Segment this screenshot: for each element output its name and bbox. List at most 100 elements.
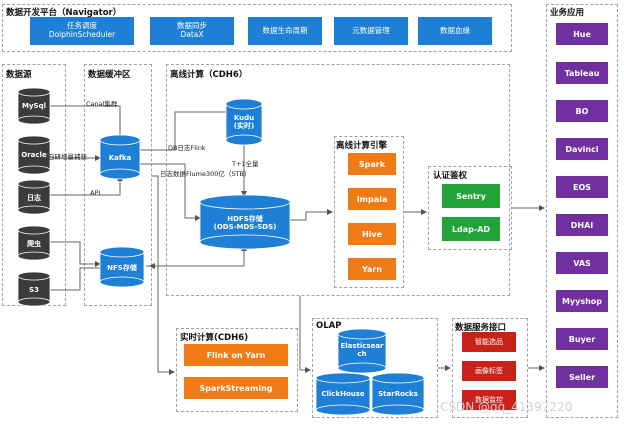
nav-item-line1: 数据同步 bbox=[177, 21, 207, 31]
datasource-title: 数据源 bbox=[6, 70, 32, 80]
app-buyer[interactable]: Buyer bbox=[556, 328, 608, 350]
hdfs-line2: (ODS-MDS-SDS) bbox=[213, 223, 277, 231]
auth-ldap[interactable]: Ldap-AD bbox=[442, 217, 500, 241]
kudu-line1: Kudu bbox=[233, 113, 255, 122]
nav-item-line2: DataX bbox=[180, 30, 204, 39]
edge-log-kafka bbox=[50, 175, 123, 196]
cylinder-clickhouse bbox=[315, 372, 371, 416]
apps-panel bbox=[546, 4, 618, 418]
starrocks-label: StarRocks bbox=[378, 389, 418, 398]
app-tableau[interactable]: Tableau bbox=[556, 62, 608, 84]
offline-title: 离线计算（CDH6） bbox=[170, 70, 248, 80]
cylinder-nfs bbox=[99, 246, 145, 288]
auth-sentry[interactable]: Sentry bbox=[442, 184, 500, 208]
realtime-panel bbox=[176, 328, 298, 412]
nav-item-line1: 数据生命周期 bbox=[262, 25, 308, 35]
edge-kafka-hdfs bbox=[140, 163, 201, 221]
edge-kafka-realtime bbox=[152, 175, 175, 375]
edge-crawler-nfs bbox=[50, 241, 101, 267]
source-oracle-label: Oracle bbox=[21, 150, 47, 159]
olap-panel bbox=[312, 318, 438, 418]
offline-panel bbox=[166, 64, 510, 296]
kudu-label: Kudu (实时) bbox=[226, 108, 262, 136]
es-label: Elasticsear ch bbox=[338, 338, 386, 362]
edge-s3-nfs bbox=[50, 267, 100, 291]
service-profile-tags[interactable]: 画像标签 bbox=[462, 361, 516, 381]
source-log-label: 日志 bbox=[27, 193, 41, 202]
hdfs-line1: HDFS存储 bbox=[227, 214, 263, 223]
service-title: 数据服务接口 bbox=[455, 323, 507, 333]
app-bo[interactable]: BO bbox=[556, 100, 608, 122]
watermark: CSDN @qq_41397220 bbox=[440, 400, 573, 414]
nav-item-line1: 任务调度 bbox=[67, 21, 97, 31]
service-smart-selection[interactable]: 智能选品 bbox=[462, 332, 516, 352]
realtime-title: 实时计算(CDH6) bbox=[180, 333, 249, 343]
source-mysql-label: MySql bbox=[22, 101, 46, 110]
nav-item-dolphinscheduler[interactable]: 任务调度 DolphinScheduler bbox=[30, 17, 134, 45]
edge-nfs-hdfs bbox=[146, 245, 247, 267]
olap-title: OLAP bbox=[316, 321, 342, 331]
nfs-label: NFS存储 bbox=[107, 263, 137, 272]
engine-hive[interactable]: Hive bbox=[348, 223, 396, 245]
engine-yarn[interactable]: Yarn bbox=[348, 258, 396, 280]
label-t1-full: T+1全量 bbox=[232, 160, 259, 168]
edge-hdfs-engine bbox=[290, 209, 333, 221]
edge-kafka-kudu bbox=[140, 109, 263, 151]
label-api: API bbox=[90, 189, 101, 197]
app-eos[interactable]: EOS bbox=[556, 176, 608, 198]
nav-item-lifecycle[interactable]: 数据生命周期 bbox=[248, 17, 322, 45]
engine-title: 离线计算引擎 bbox=[336, 141, 388, 151]
label-oracle-capture: 自研增量捕获 bbox=[48, 153, 87, 161]
nav-item-line2: DolphinScheduler bbox=[48, 30, 116, 39]
realtime-sparkstreaming[interactable]: SparkStreaming bbox=[184, 377, 288, 399]
app-hue[interactable]: Hue bbox=[556, 23, 608, 45]
es-line2: ch bbox=[357, 350, 367, 358]
kafka-label: Kafka bbox=[108, 153, 132, 162]
edge-hdfs-olap bbox=[299, 296, 311, 373]
engine-impala[interactable]: Impala bbox=[348, 188, 396, 210]
label-db-log-flink: DB日志Flink bbox=[168, 144, 206, 152]
buffer-title: 数据缓冲区 bbox=[88, 70, 131, 80]
cylinder-mysql bbox=[17, 87, 51, 125]
clickhouse-label: ClickHouse bbox=[321, 389, 365, 398]
cylinder-crawler bbox=[17, 225, 51, 261]
buffer-panel bbox=[84, 64, 152, 306]
navigator-panel bbox=[2, 4, 512, 52]
app-vas[interactable]: VAS bbox=[556, 252, 608, 274]
engine-panel bbox=[334, 136, 404, 288]
label-canal: Canal集群 bbox=[86, 100, 118, 108]
app-dhai[interactable]: DHAI bbox=[556, 214, 608, 236]
app-myyshop[interactable]: Myyshop bbox=[556, 290, 608, 312]
edge-mysql-kafka bbox=[50, 105, 123, 141]
source-s3-label: S3 bbox=[29, 285, 39, 294]
kudu-line2: (实时) bbox=[233, 122, 255, 130]
service-data-monitor[interactable]: 数据监控 bbox=[462, 390, 516, 410]
auth-title: 认证鉴权 bbox=[433, 171, 468, 181]
cylinder-kafka bbox=[99, 134, 141, 180]
nav-item-datax[interactable]: 数据同步 DataX bbox=[150, 17, 234, 45]
app-seller[interactable]: Seller bbox=[556, 366, 608, 388]
source-crawler-label: 爬虫 bbox=[27, 239, 41, 248]
realtime-flink[interactable]: Flink on Yarn bbox=[184, 344, 288, 366]
cylinder-hdfs bbox=[199, 194, 291, 250]
service-panel bbox=[452, 318, 528, 418]
cylinder-starrocks bbox=[371, 372, 425, 416]
nav-item-metadata[interactable]: 元数据管理 bbox=[334, 17, 408, 45]
cylinder-s3 bbox=[17, 271, 51, 307]
cylinder-oracle bbox=[17, 135, 51, 175]
navigator-title: 数据开发平台（Navigator） bbox=[6, 8, 122, 18]
nav-item-line1: 数据血缘 bbox=[440, 25, 470, 35]
apps-title: 业务应用 bbox=[550, 8, 585, 18]
nav-item-lineage[interactable]: 数据血缘 bbox=[418, 17, 492, 45]
es-line1: Elasticsear bbox=[340, 341, 384, 350]
label-log-flume: 日志数据Flume300亿（5TB） bbox=[160, 170, 251, 178]
cylinder-es bbox=[337, 328, 387, 374]
hdfs-label: HDFS存储 (ODS-MDS-SDS) bbox=[200, 208, 290, 238]
app-davinci[interactable]: Davinci bbox=[556, 138, 608, 160]
cylinder-log bbox=[17, 179, 51, 215]
auth-panel bbox=[428, 166, 512, 250]
nav-item-line1: 元数据管理 bbox=[352, 25, 390, 35]
engine-spark[interactable]: Spark bbox=[348, 153, 396, 175]
cylinder-kudu bbox=[225, 98, 263, 146]
